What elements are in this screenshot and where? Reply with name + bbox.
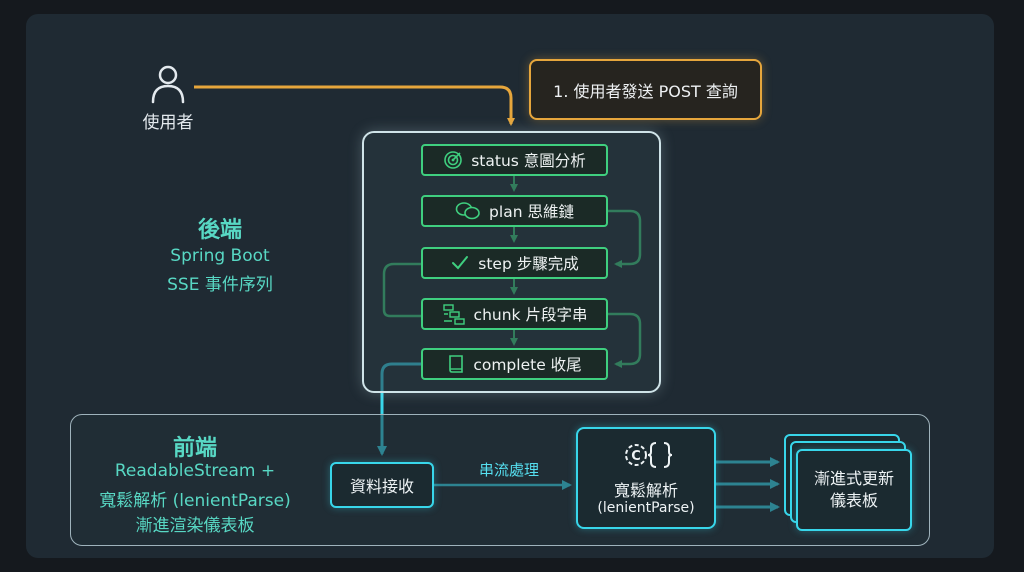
svg-text:C: C <box>631 449 641 464</box>
event-complete: complete 收尾 <box>421 348 608 380</box>
frontend-title: 前端 <box>172 436 217 461</box>
stream-processing-label: 串流處理 <box>478 461 539 479</box>
user-icon <box>151 65 185 104</box>
post-request-box: 1. 使用者發送 POST 查詢 <box>529 59 762 120</box>
frontend-subtitle-parse: 寬鬆解析 (lenientParse) <box>99 491 291 511</box>
check-icon <box>452 256 469 270</box>
backend-subtitle-framework: Spring Boot <box>170 246 270 266</box>
event-plan-label: plan 思維鏈 <box>489 203 574 221</box>
chat-bubbles-icon <box>455 202 480 220</box>
user-to-backend-arrow <box>194 85 515 126</box>
event-chunk: chunk 片段字串 <box>421 298 608 330</box>
event-step-label: step 步驟完成 <box>478 255 579 273</box>
dashboard-label-line-1: 漸進式更新 <box>813 469 894 488</box>
user-label: 使用者 <box>142 113 194 133</box>
target-icon <box>444 151 463 169</box>
lenient-parse-title: 寬鬆解析 <box>613 481 678 500</box>
backend-title: 後端 <box>197 218 242 243</box>
event-complete-label: complete 收尾 <box>473 356 582 374</box>
frontend-subtitle-stream: ReadableStream + <box>114 461 276 481</box>
event-status: status 意圖分析 <box>421 144 608 176</box>
event-status-label: status 意圖分析 <box>471 152 586 170</box>
frontend-subtitle-render: 漸進渲染儀表板 <box>135 516 255 536</box>
lenient-parse-subtitle: (lenientParse) <box>597 500 695 516</box>
event-chunk-label: chunk 片段字串 <box>473 306 588 324</box>
backend-subtitle-sse: SSE 事件序列 <box>167 275 273 295</box>
event-step: step 步驟完成 <box>421 247 608 279</box>
book-icon <box>449 355 464 373</box>
dashboard-label-line-2: 儀表板 <box>829 491 878 510</box>
gear-code-icon: C <box>625 442 673 468</box>
event-plan: plan 思維鏈 <box>421 195 608 227</box>
data-receive-box: 資料接收 <box>330 462 434 508</box>
progressive-dashboard-box: 漸進式更新 儀表板 <box>796 449 912 531</box>
chunks-icon <box>442 304 465 325</box>
lenient-parse-box: C 寬鬆解析 (lenientParse) <box>576 427 716 529</box>
